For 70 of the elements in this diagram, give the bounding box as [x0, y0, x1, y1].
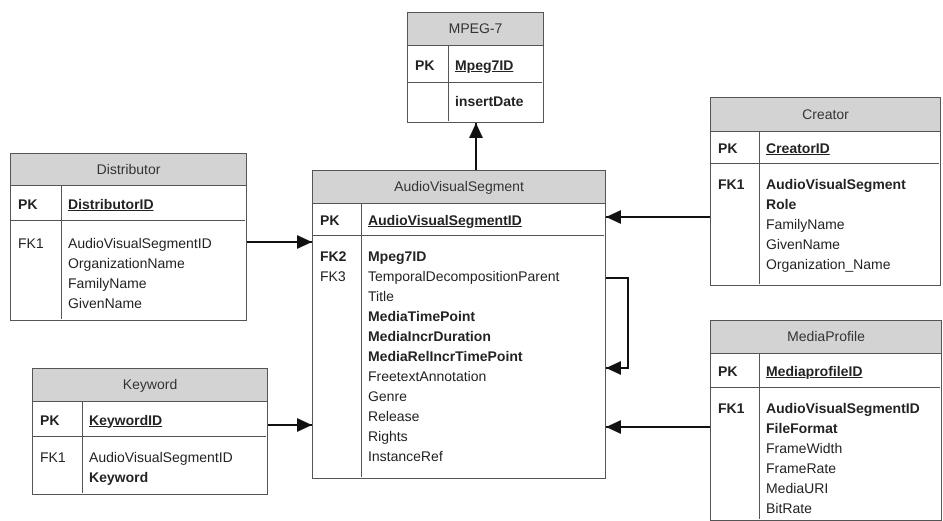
field-name: AudioVisualSegmentID: [89, 448, 233, 467]
field-name: FileFormat: [766, 419, 838, 438]
field-name: InstanceRef: [368, 447, 443, 466]
table-title: MediaProfile: [711, 321, 941, 354]
table-title: MPEG-7: [408, 13, 543, 46]
key-label: PK: [40, 410, 60, 430]
primary-key-field: Mpeg7ID: [455, 54, 514, 74]
field-name: Release: [368, 407, 420, 426]
entity-table: [32, 368, 268, 495]
key-label: FK2: [320, 247, 346, 266]
primary-key-field: DistributorID: [68, 194, 154, 214]
field-name: FamilyName: [68, 274, 147, 293]
relationship-arrow: [606, 420, 710, 434]
field-name: GivenName: [68, 294, 142, 313]
field-name: Role: [766, 195, 796, 214]
key-cell: [711, 354, 760, 388]
field-name: FamilyName: [766, 215, 845, 234]
key-label: PK: [718, 139, 738, 158]
key-label: PK: [718, 362, 738, 381]
table-title: Creator: [711, 98, 940, 132]
field-name: AudioVisualSegment: [766, 175, 906, 194]
field-name: BitRate: [766, 499, 812, 518]
field-name: FrameWidth: [766, 439, 842, 458]
key-label: FK1: [40, 448, 66, 467]
table-title: Distributor: [11, 154, 246, 186]
primary-key-field: AudioVisualSegmentID: [368, 210, 522, 230]
table-title: Keyword: [33, 369, 267, 402]
field-name: FreetextAnnotation: [368, 367, 486, 386]
entity-table: [710, 97, 941, 286]
field-name: MediaURI: [766, 479, 828, 498]
relationship-arrow: [268, 418, 312, 432]
field-name: insertDate: [455, 92, 524, 111]
relationship-arrow: [247, 235, 312, 249]
key-cell: [313, 204, 362, 236]
entity-table: [10, 153, 247, 321]
key-label: PK: [320, 211, 340, 230]
field-name: FrameRate: [766, 459, 836, 478]
field-name: AudioVisualSegmentID: [766, 399, 920, 418]
key-label: FK1: [718, 175, 744, 194]
field-name: Organization_Name: [766, 255, 891, 274]
field-name: GivenName: [766, 235, 840, 254]
field-name: OrganizationName: [68, 254, 185, 273]
field-name: Rights: [368, 427, 408, 446]
field-name: TemporalDecompositionParent: [368, 267, 560, 286]
field-name: Title: [368, 287, 394, 306]
key-label: FK1: [18, 234, 44, 253]
field-name: MediaTimePoint: [368, 307, 476, 326]
key-cell: [711, 132, 760, 164]
table-title: AudioVisualSegment: [313, 171, 605, 204]
field-name: Mpeg7ID: [368, 247, 426, 266]
relationship-arrow: [606, 277, 629, 375]
key-label: PK: [18, 194, 38, 214]
field-name: AudioVisualSegmentID: [68, 234, 212, 253]
entity-table: [407, 12, 544, 123]
key-label: FK1: [718, 399, 744, 418]
primary-key-field: CreatorID: [766, 138, 830, 158]
entity-table: [312, 170, 606, 479]
primary-key-field: MediaprofileID: [766, 361, 862, 381]
key-label: PK: [415, 56, 434, 74]
key-label: FK3: [320, 267, 346, 286]
entity-table: [710, 320, 942, 521]
field-name: Keyword: [89, 468, 148, 487]
field-name: MediaRelIncrTimePoint: [368, 347, 523, 366]
field-name: MediaIncrDuration: [368, 327, 491, 346]
field-name: Genre: [368, 387, 407, 406]
primary-key-field: KeywordID: [89, 410, 162, 430]
key-cell: [11, 186, 62, 221]
relationship-arrow: [469, 123, 483, 170]
relationship-arrow: [606, 210, 710, 224]
key-cell: [33, 402, 83, 437]
